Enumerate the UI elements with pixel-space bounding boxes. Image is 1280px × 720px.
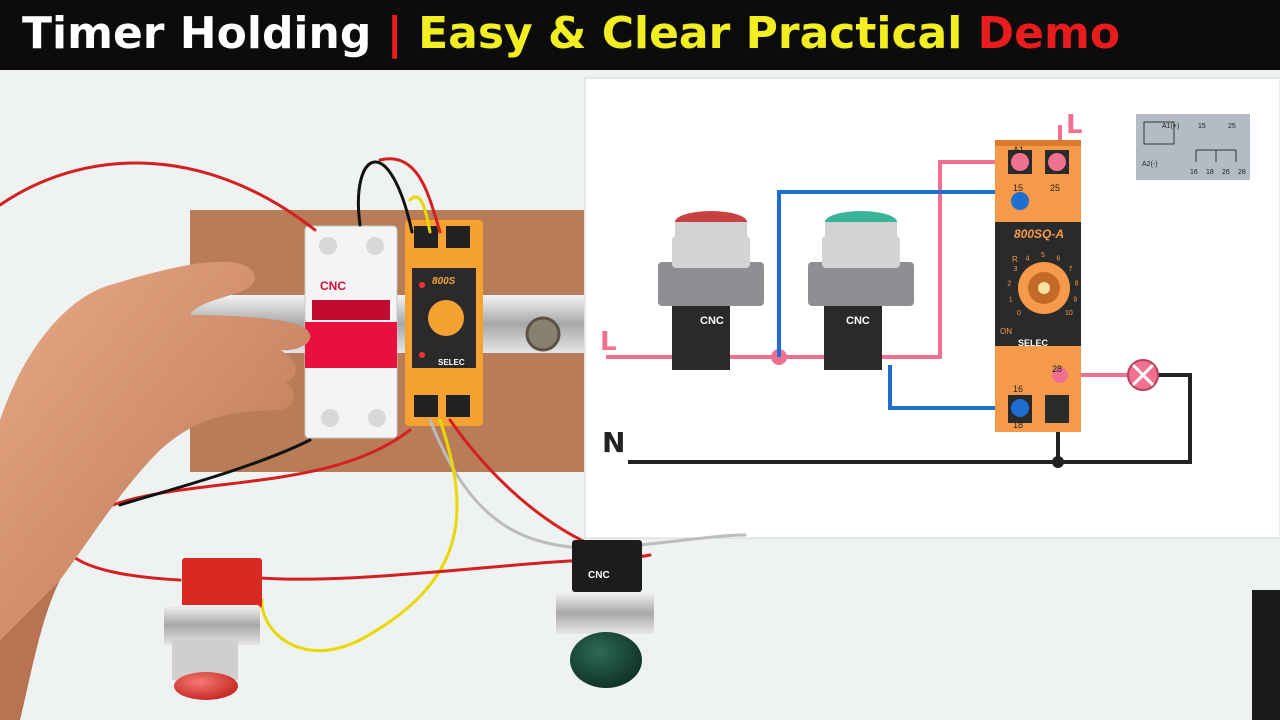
title-banner: Timer Holding | Easy & Clear Practical D… (0, 0, 1280, 70)
green-pb-brand: CNC (588, 570, 610, 581)
neutral-junction (1052, 456, 1064, 468)
diagram-pb1-brand: CNC (700, 315, 724, 327)
rail-screw-icon (525, 316, 561, 352)
timer-model: 800S (432, 276, 456, 287)
hand (0, 261, 311, 720)
terminal-a1: A1 (1013, 145, 1024, 155)
legend-25: 25 (1228, 123, 1236, 130)
diagram-timer-relay: A1 15 25 16 18 28 800SQ-A R ON SELEC 012… (995, 140, 1081, 432)
terminal-legend: A1(+) A2(-) 15 25 16 18 26 28 (1136, 114, 1250, 180)
banner-title: Timer Holding (22, 8, 372, 59)
legend-16: 16 (1190, 169, 1198, 176)
terminal-25: 25 (1050, 183, 1060, 193)
legend-18: 18 (1206, 169, 1214, 176)
terminal-28: 28 (1052, 364, 1062, 374)
red-pushbutton (164, 558, 262, 700)
legend-26: 26 (1222, 169, 1230, 176)
dial-on-label: ON (1000, 327, 1012, 336)
dial-number: 9 (1073, 297, 1077, 304)
diagram-pushbutton-green: CNC (808, 211, 914, 370)
legend-a2: A2(-) (1142, 161, 1158, 168)
dial-number: 8 (1075, 281, 1079, 288)
dial-number: 2 (1007, 281, 1011, 288)
dial-icon (1018, 262, 1070, 314)
diagram-n-label: N (602, 426, 625, 459)
dial-number: 1 (1009, 297, 1013, 304)
dial-number: 4 (1026, 256, 1030, 263)
timer-relay-device: 800S SELEC (405, 220, 483, 426)
diagram-l-label: L (600, 327, 617, 357)
banner-separator: | (386, 8, 403, 59)
photo-scene: L L N CNC (0, 70, 1280, 720)
mcb-brand: CNC (320, 279, 346, 293)
diagram-timer-brand: SELEC (1018, 338, 1049, 348)
timer-brand: SELEC (438, 358, 465, 367)
dial-number: 3 (1014, 266, 1018, 273)
terminal-18: 18 (1013, 420, 1023, 430)
banner-subtitle: Easy & Clear Practical (418, 8, 963, 59)
calculator-edge (1252, 590, 1280, 720)
timer-knob (428, 300, 464, 336)
diagram-pb2-brand: CNC (846, 315, 870, 327)
mcb-breaker: CNC (304, 225, 398, 439)
lamp-icon (1127, 359, 1159, 391)
legend-a1: A1(+) (1162, 123, 1179, 130)
dial-number: 10 (1065, 310, 1073, 317)
banner-text: Timer Holding | Easy & Clear Practical D… (22, 6, 1120, 62)
green-pushbutton: CNC (556, 540, 654, 688)
legend-28: 28 (1238, 169, 1246, 176)
dial-mode-label: R (1012, 255, 1018, 264)
banner-accent: Demo (977, 8, 1121, 59)
terminal-16: 16 (1013, 384, 1023, 394)
terminal-15: 15 (1013, 183, 1023, 193)
legend-15: 15 (1198, 123, 1206, 130)
wiring-diagram: L L N CNC (584, 77, 1280, 539)
diagram-l-label-top: L (1066, 110, 1083, 140)
dial-number: 0 (1017, 310, 1021, 317)
diagram-pushbutton-red: CNC (658, 211, 764, 370)
dial-number: 6 (1056, 256, 1060, 263)
dial-number: 5 (1041, 252, 1045, 259)
dial-numbers: 01 2 3 4 5 6 7 8 910 (1007, 252, 1078, 317)
dial-number: 7 (1069, 266, 1073, 273)
diagram-timer-model: 800SQ-A (1014, 227, 1064, 241)
